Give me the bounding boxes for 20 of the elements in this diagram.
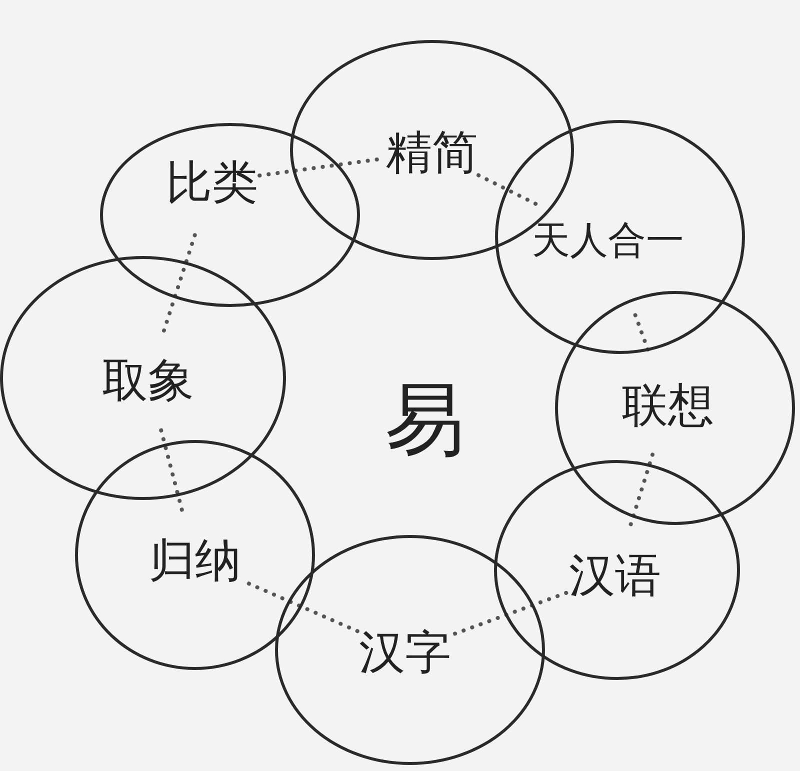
dotted-line [159, 428, 184, 512]
dotted-line [628, 452, 655, 528]
circle [75, 440, 315, 670]
circle-label: 汉语 [569, 552, 661, 598]
dotted-line [476, 173, 538, 206]
circle-label: 联想 [622, 382, 714, 428]
dotted-line [452, 590, 568, 636]
circle-label: 汉字 [359, 629, 451, 675]
circle-label: 比类 [166, 159, 258, 205]
circle [275, 535, 545, 765]
circle-label: 取象 [102, 357, 194, 403]
circle-label: 归纳 [149, 537, 241, 583]
circle [494, 460, 740, 680]
circle-label: 天人合一 [532, 221, 684, 259]
circle [495, 120, 745, 354]
circle-label: 精简 [386, 129, 478, 175]
center-character: 易 [385, 380, 465, 460]
circle [555, 291, 795, 525]
circle [100, 123, 360, 307]
circle [0, 256, 286, 500]
